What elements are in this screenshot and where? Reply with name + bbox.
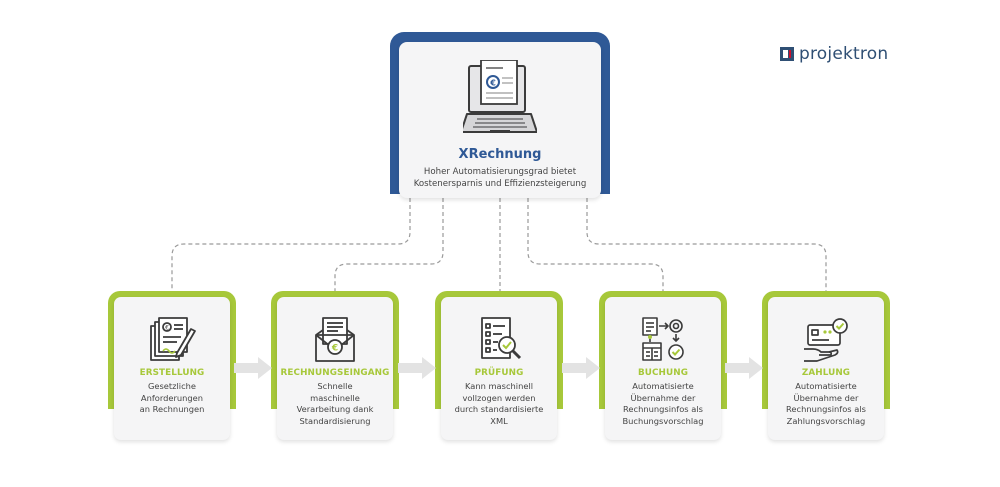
svg-text:€: € xyxy=(489,79,496,88)
svg-text:€: € xyxy=(165,325,169,332)
svg-text:€: € xyxy=(331,344,338,354)
step-card-pruefung: PRÜFUNG Kann maschinell vollzogen werden… xyxy=(441,297,557,440)
connector-buchung xyxy=(527,198,664,291)
step-title-buchung: BUCHUNG xyxy=(637,368,689,378)
step-description-erstellung: Gesetzliche Anforderungen an Rechnungen xyxy=(139,381,205,414)
step-description-pruefung: Kann maschinell vollzogen werden durch s… xyxy=(454,381,544,426)
checklist-magnifier-icon xyxy=(481,317,522,360)
step-card-erstellung: € ERSTELLUNG Gesetzliche Anforderungen a… xyxy=(114,297,230,440)
step-description-rechnungseingang: Schnelle maschinelle Verarbeitung dank S… xyxy=(296,381,374,426)
logo-text: projektron xyxy=(799,44,889,64)
step-title-zahlung: ZAHLUNG xyxy=(801,368,851,378)
projektron-logo: projektron xyxy=(780,44,888,64)
arrow-right-icon xyxy=(398,357,436,379)
step-card-buchung: BUCHUNG Automatisierte Übernahme der Rec… xyxy=(605,297,721,440)
step-card-zahlung: ZAHLUNG Automatisierte Übernahme der Rec… xyxy=(768,297,884,440)
laptop-invoice-icon: € xyxy=(463,60,537,133)
step-title-rechnungseingang: RECHNUNGSEINGANG xyxy=(280,368,390,378)
document-pen-icon: € xyxy=(150,317,196,361)
connector-zahlung xyxy=(586,198,827,291)
step-title-pruefung: PRÜFUNG xyxy=(474,368,524,378)
envelope-euro-icon: € xyxy=(315,317,355,362)
xrechnung-card: € XRechnung Hoher Automatisierungsgrad b… xyxy=(399,42,601,198)
step-description-buchung: Automatisierte Übernahme der Rechnungsin… xyxy=(622,381,704,426)
arrow-right-icon xyxy=(725,357,763,379)
card-payment-icon xyxy=(804,318,848,362)
booking-workflow-icon xyxy=(642,317,684,361)
logo-mark-icon xyxy=(780,47,794,61)
xrechnung-title: XRechnung xyxy=(458,147,542,162)
step-title-erstellung: ERSTELLUNG xyxy=(139,368,205,378)
step-description-zahlung: Automatisierte Übernahme der Rechnungsin… xyxy=(786,381,866,426)
arrow-right-icon xyxy=(562,357,600,379)
step-card-rechnungseingang: € RECHNUNGSEINGANG Schnelle maschinelle … xyxy=(277,297,393,440)
connector-rechnungseingang xyxy=(334,198,444,291)
connector-erstellung xyxy=(171,198,411,291)
xrechnung-description: Hoher Automatisierungsgrad bietet Kosten… xyxy=(413,167,587,189)
arrow-right-icon xyxy=(234,357,272,379)
